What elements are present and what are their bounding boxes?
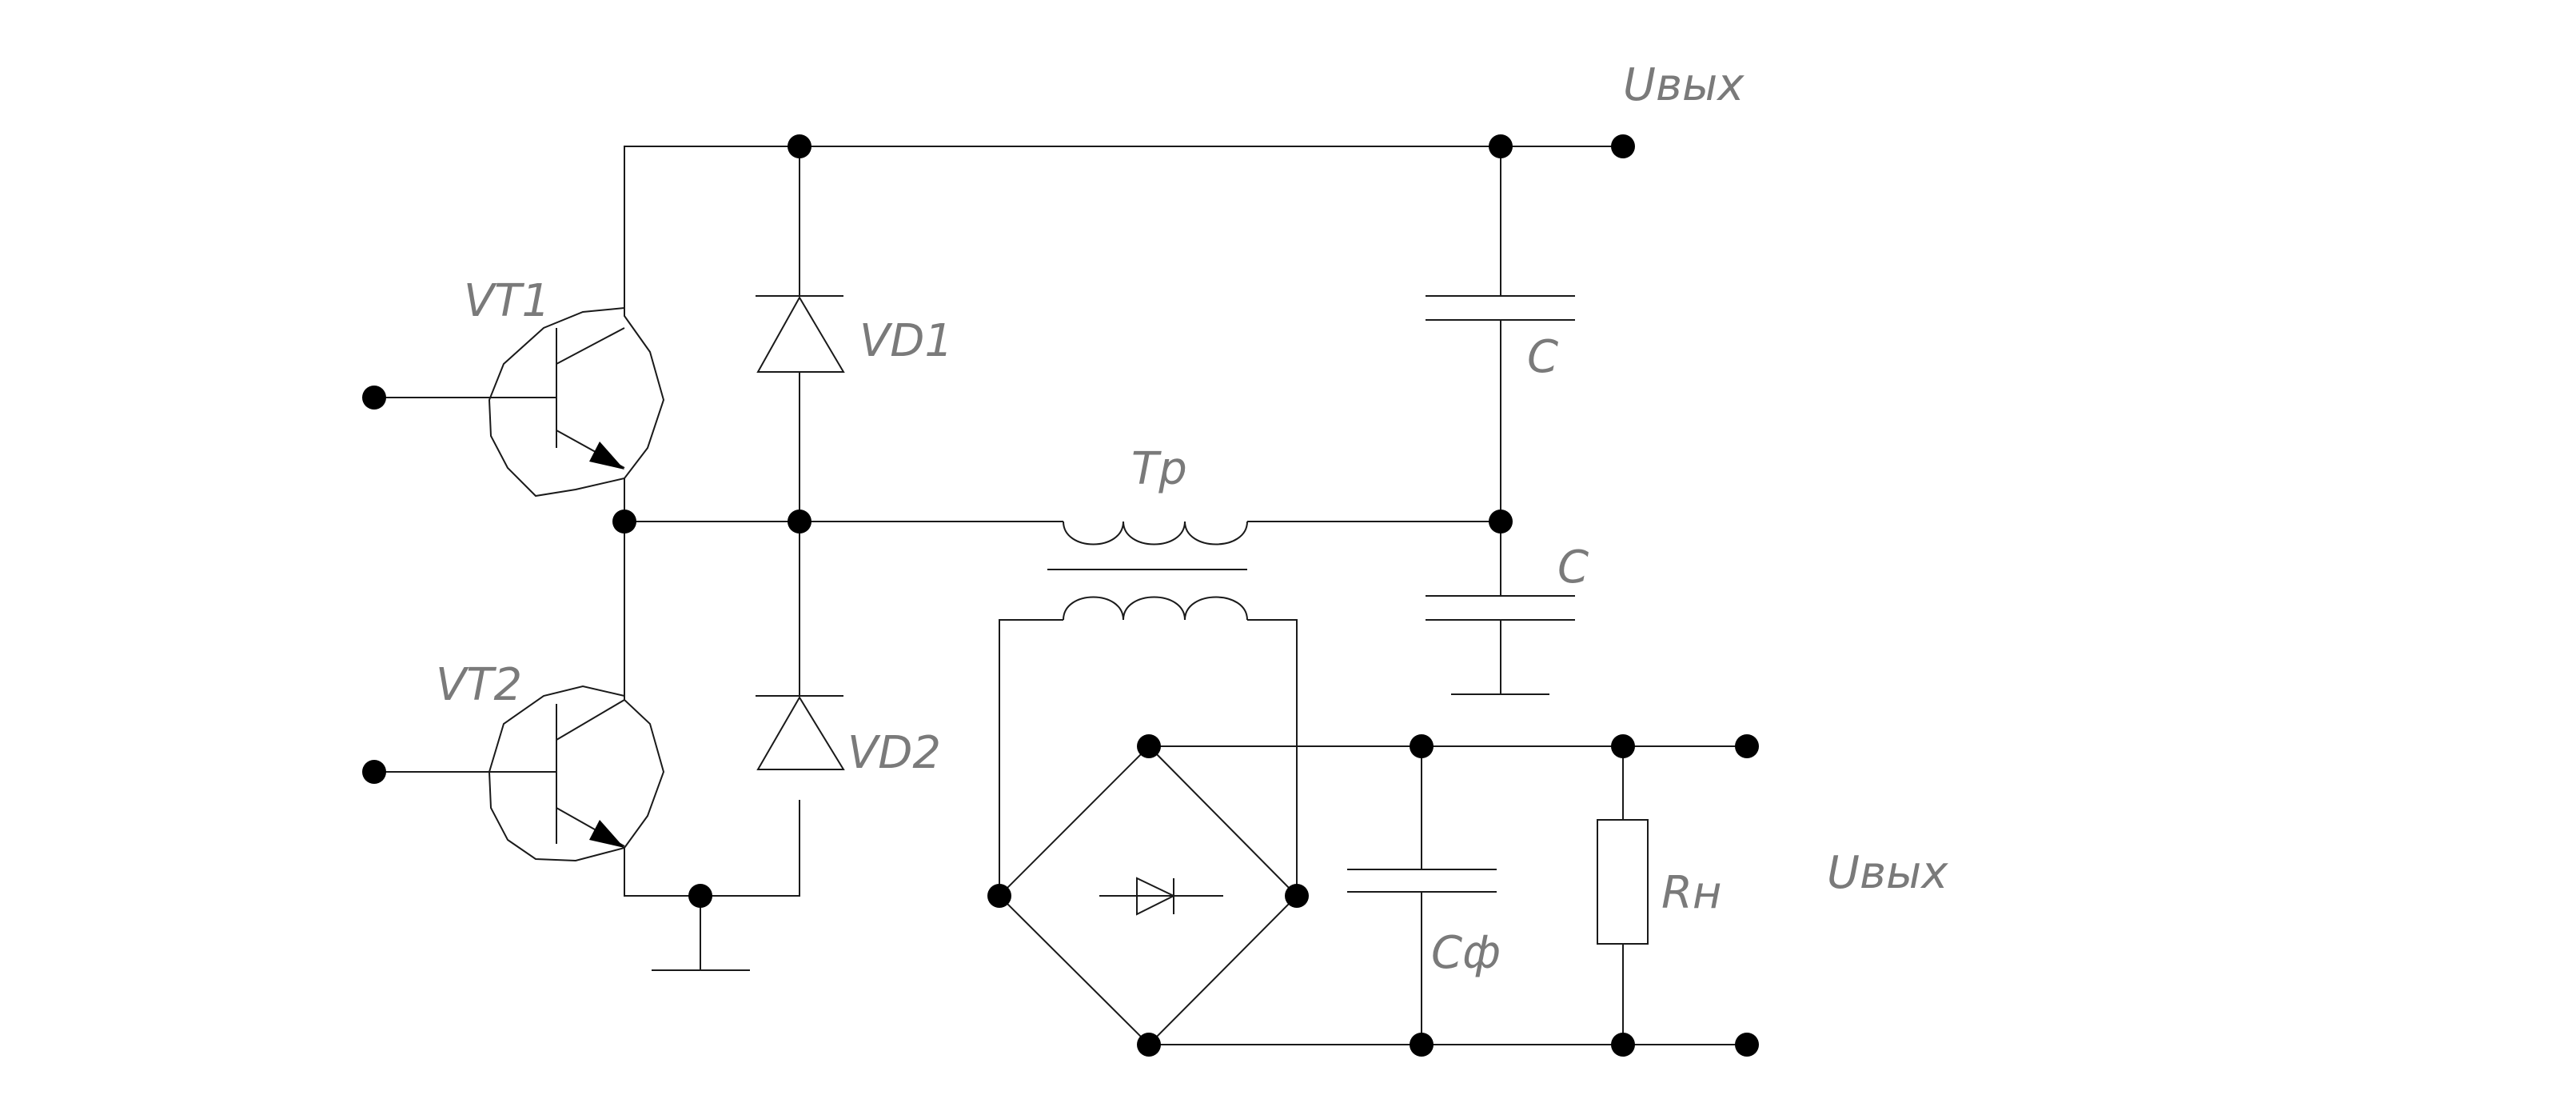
output-rails xyxy=(1149,745,1747,1045)
node-mid-vd xyxy=(788,510,811,534)
resistor-rn xyxy=(1597,746,1649,1045)
node-cf-top xyxy=(1410,734,1434,758)
label-vt2: VT2 xyxy=(436,659,522,711)
node-cf-bottom xyxy=(1410,1033,1434,1057)
node-output-top xyxy=(1611,134,1635,158)
node-vt2-base xyxy=(362,760,386,784)
diode-vd1 xyxy=(756,295,845,373)
transformer-tr xyxy=(999,521,1298,896)
diode-bridge xyxy=(998,745,1298,1046)
node-mid-cap xyxy=(1489,510,1513,534)
diode-vd2 xyxy=(756,695,845,770)
node-out-minus xyxy=(1735,1033,1759,1057)
wiring xyxy=(624,146,1623,971)
node-vt1-base xyxy=(362,386,386,410)
node-bridge-right xyxy=(1285,884,1309,908)
label-uout-top: Uвых xyxy=(1623,59,1745,111)
label-rn: Rн xyxy=(1661,867,1722,919)
transistor-vt2 xyxy=(374,685,665,862)
node-bridge-left xyxy=(987,884,1011,908)
node-rn-top xyxy=(1611,734,1635,758)
label-tr: Тр xyxy=(1131,443,1187,495)
node-top-cap xyxy=(1489,134,1513,158)
label-c-bottom: C xyxy=(1557,542,1589,593)
label-vt1: VT1 xyxy=(464,275,550,327)
component-labels: VT1 VT2 VD1 VD2 Тр C C Сф Rн Uвых Uвых xyxy=(436,59,1948,979)
capacitor-cf xyxy=(1347,746,1497,1045)
label-vd2: VD2 xyxy=(847,727,941,779)
node-top-vd xyxy=(788,134,811,158)
junction-dots xyxy=(362,134,1759,1057)
transistor-vt1 xyxy=(374,306,665,498)
label-cf: Сф xyxy=(1431,927,1501,979)
node-bridge-bottom xyxy=(1137,1033,1161,1057)
label-c-top: C xyxy=(1527,331,1558,383)
label-uout-bottom: Uвых xyxy=(1827,847,1948,899)
capacitor-c-top xyxy=(1426,295,1575,321)
capacitor-c-bottom xyxy=(1426,595,1575,621)
node-ground xyxy=(688,884,712,908)
node-bridge-top xyxy=(1137,734,1161,758)
node-mid-left xyxy=(612,510,636,534)
node-rn-bottom xyxy=(1611,1033,1635,1057)
label-vd1: VD1 xyxy=(859,315,953,367)
node-out-plus xyxy=(1735,734,1759,758)
